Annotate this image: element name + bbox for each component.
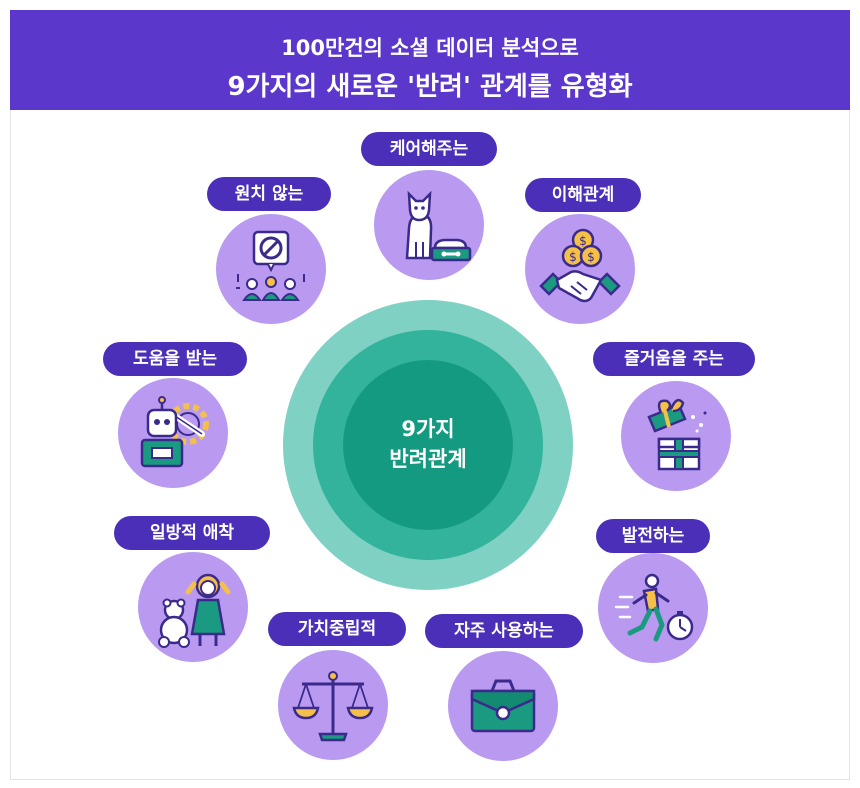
crowd-prohibition-icon xyxy=(236,230,305,301)
relation-label-unwanted: 원치 않는 xyxy=(207,177,331,211)
relation-label-frequent: 자주 사용하는 xyxy=(425,614,583,648)
header-title: 9가지의 새로운 '반려' 관계를 유형화 xyxy=(227,72,633,102)
center-rings xyxy=(283,300,573,590)
svg-text:$: $ xyxy=(587,250,595,264)
relation-label-neutral: 가치중립적 xyxy=(268,612,406,646)
relation-node-attachment xyxy=(138,552,248,662)
relation-label-attachment: 일방적 애착 xyxy=(114,516,270,550)
relation-label-joy: 즐거움을 주는 xyxy=(593,342,755,376)
runner-stopwatch-icon xyxy=(614,573,694,642)
cat-with-food-bowl-icon xyxy=(405,190,472,262)
center-label: 9가지 반려관계 xyxy=(343,414,513,474)
balance-scale-icon xyxy=(292,671,374,742)
relation-label-interest: 이해관계 xyxy=(525,178,641,212)
relation-node-frequent xyxy=(448,651,558,761)
header-banner: 100만건의 소셜 데이터 분석으로 9가지의 새로운 '반려' 관계를 유형화 xyxy=(10,10,850,110)
briefcase-icon xyxy=(470,679,536,733)
relation-node-interest: $ $ $ xyxy=(525,214,635,324)
center-label-line1: 9가지 xyxy=(401,417,455,441)
gift-box-icon xyxy=(647,398,707,471)
relation-label-growth: 발전하는 xyxy=(596,519,710,553)
relation-label-care: 케어해주는 xyxy=(361,132,497,166)
ring-inner xyxy=(343,360,513,530)
robot-wrench-gear-icon xyxy=(140,396,209,468)
relation-node-unwanted xyxy=(216,214,326,324)
relation-node-growth xyxy=(598,553,708,663)
girl-with-teddy-bear-icon xyxy=(158,573,231,648)
relation-node-joy xyxy=(621,381,731,491)
svg-text:$: $ xyxy=(579,234,587,248)
relation-label-help: 도움을 받는 xyxy=(103,342,247,376)
handshake-coins-icon: $ $ $ xyxy=(539,228,621,303)
relation-node-neutral xyxy=(278,650,388,760)
header-subtitle: 100만건의 소셜 데이터 분석으로 xyxy=(281,36,579,60)
relation-node-help xyxy=(118,378,228,488)
svg-text:$: $ xyxy=(569,250,577,264)
relation-node-care xyxy=(374,170,484,280)
center-label-line2: 반려관계 xyxy=(389,447,467,471)
